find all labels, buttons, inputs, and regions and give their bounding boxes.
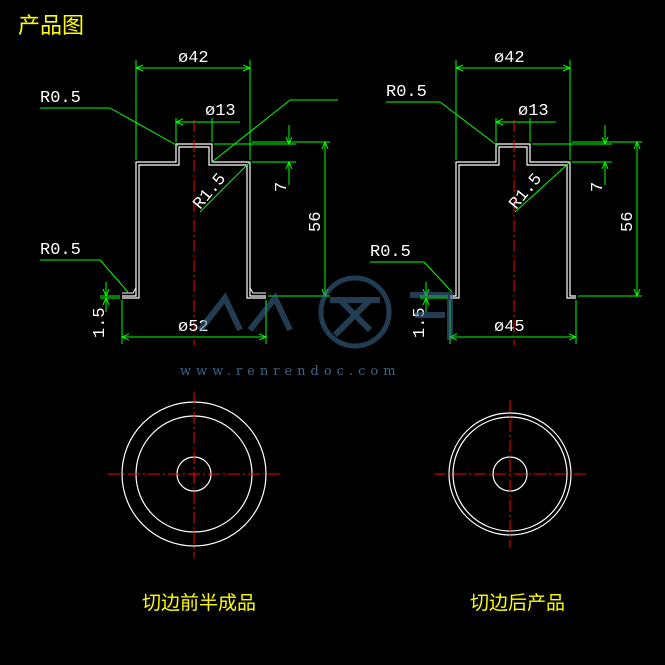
right-radius-top: R0.5 — [386, 83, 427, 102]
right-profile-outer — [450, 143, 576, 297]
left-dim-neck-height: 7 — [273, 182, 292, 192]
left-dim-top-dia: ø42 — [178, 49, 209, 68]
right-dim-top-dia: ø42 — [494, 49, 525, 68]
left-radius-top: R0.5 — [40, 89, 81, 108]
right-profile-inner — [450, 146, 576, 299]
right-radius-bottom: R0.5 — [370, 243, 411, 262]
right-top-view — [434, 400, 586, 548]
left-section-view: ø42 ø13 R0.5 R1.5 7 56 R0.5 — [40, 49, 338, 345]
right-dim-bottom-dia: ø45 — [494, 318, 525, 337]
right-section-view: ø42 ø13 R0.5 R1.5 7 56 R0.5 1.5 — [370, 49, 642, 345]
right-dim-total-height: 56 — [619, 212, 638, 232]
right-dim-flange: 1.5 — [411, 307, 430, 338]
caption-left: 切边前半成品 — [142, 592, 257, 614]
watermark-text: www.renrendoc.com — [180, 364, 401, 379]
left-dim-bottom-dia: ø52 — [178, 318, 209, 337]
page-title: 产品图 — [18, 14, 85, 39]
right-radius-inner: R1.5 — [506, 170, 547, 213]
left-dim-total-height: 56 — [307, 212, 326, 232]
left-top-view — [108, 392, 282, 558]
watermark-logo — [197, 275, 453, 349]
right-dim-neck-height: 7 — [589, 182, 608, 192]
right-dim-neck-dia: ø13 — [518, 102, 549, 121]
left-radius-inner: R1.5 — [190, 170, 231, 213]
left-dim-flange: 1.5 — [91, 307, 110, 338]
caption-right: 切边后产品 — [470, 592, 566, 614]
left-flange — [122, 287, 137, 294]
left-dim-neck-dia: ø13 — [205, 102, 236, 121]
left-radius-bottom: R0.5 — [40, 241, 81, 260]
